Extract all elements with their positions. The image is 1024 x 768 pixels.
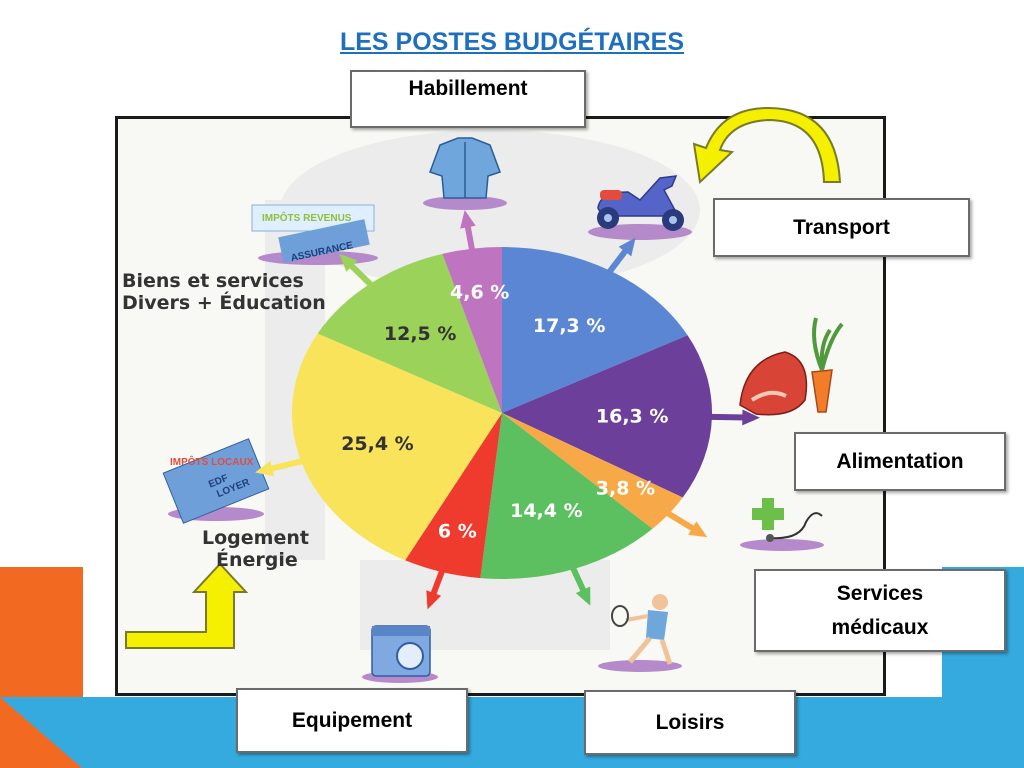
curved-yellow-arrow-icon bbox=[692, 106, 842, 185]
pie-arrowhead-logement-energie bbox=[255, 460, 275, 477]
biens-services-label: Biens et services Divers + Éducation bbox=[122, 270, 326, 314]
orange-decor-triangle bbox=[0, 697, 82, 768]
food-icon bbox=[739, 317, 844, 416]
pie-value-label-alimentation: 16,3 % bbox=[596, 405, 669, 427]
equipement-box: Equipement bbox=[236, 688, 468, 753]
shirt-icon bbox=[423, 137, 507, 210]
pie-slice-biens-et-services-divers-education bbox=[317, 253, 502, 413]
pie-value-label-habillement: 4,6 % bbox=[450, 281, 509, 303]
pie-slice-alimentation bbox=[502, 335, 712, 498]
impots-revenus-label: IMPÔTS REVENUS bbox=[262, 211, 352, 224]
pie-arrowhead-equipement bbox=[426, 590, 442, 610]
pie-slice-loisirs bbox=[480, 413, 653, 579]
pie-arrowhead-habillement bbox=[460, 209, 476, 229]
tennis-player-icon bbox=[598, 594, 682, 672]
impots-locaux-label: IMPÔTS LOCAUX bbox=[170, 455, 254, 468]
pie-value-label-services-medicaux: 3,8 % bbox=[596, 478, 655, 500]
pie-slice-logement-energie bbox=[292, 333, 502, 561]
pie-arrowhead-biens-et-services-divers-education bbox=[339, 253, 358, 272]
pie-slice-transport bbox=[502, 247, 688, 413]
housing-documents-icon: IMPÔTS LOCAUX EDF LOYER bbox=[162, 438, 270, 524]
pie-slice-equipement bbox=[405, 413, 502, 579]
page-title: LES POSTES BUDGÉTAIRES bbox=[339, 28, 685, 56]
pie-arrowhead-alimentation bbox=[742, 409, 760, 426]
pie-value-label-logement-energie: 25,4 % bbox=[341, 433, 414, 455]
pie-value-label-loisirs: 14,4 % bbox=[510, 500, 583, 522]
alimentation-box: Alimentation bbox=[794, 432, 1006, 491]
pie-value-label-equipement: 6 % bbox=[438, 521, 477, 543]
medical-icon bbox=[740, 498, 824, 551]
pie-value-label-biens-et-services-divers-education: 12,5 % bbox=[384, 323, 457, 345]
pie-arrowhead-loisirs bbox=[575, 586, 591, 606]
scooter-icon bbox=[588, 175, 692, 240]
elbow-yellow-arrow-icon bbox=[125, 562, 249, 649]
blue-decor-band bbox=[0, 697, 1024, 768]
washing-machine-icon bbox=[362, 625, 438, 683]
logement-energie-label: Logement Énergie bbox=[202, 527, 309, 571]
services-medicaux-box: Services médicaux bbox=[754, 569, 1006, 652]
pie-arrowhead-services-medicaux bbox=[688, 521, 708, 538]
pie-slice-habillement bbox=[442, 247, 502, 413]
habillement-box: Habillement bbox=[350, 70, 586, 128]
loisirs-box: Loisirs bbox=[584, 690, 796, 755]
pie-slice-services-medicaux bbox=[502, 413, 683, 529]
pie-arrowhead-transport bbox=[618, 237, 636, 257]
pie-value-label-transport: 17,3 % bbox=[533, 315, 606, 337]
transport-box: Transport bbox=[713, 198, 970, 257]
